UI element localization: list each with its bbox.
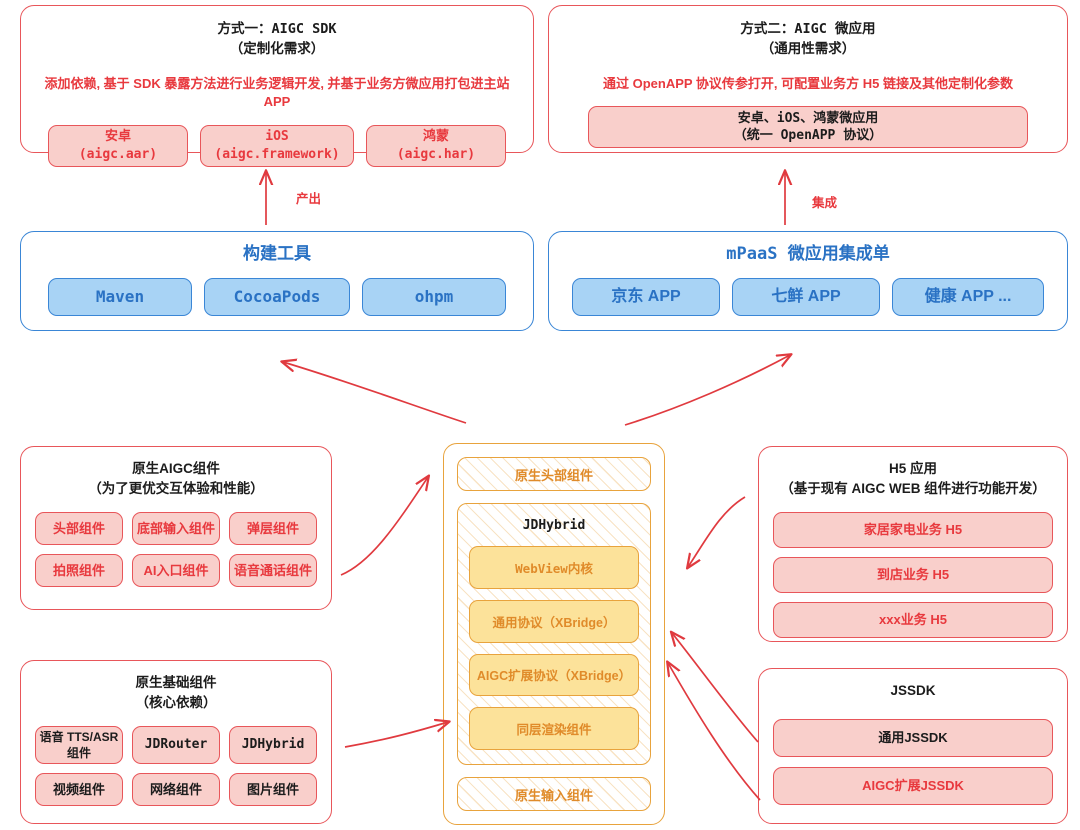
chip-ohpm[interactable]: ohpm: [362, 277, 506, 316]
band-native-header-component[interactable]: 原生头部组件: [457, 457, 651, 491]
native-base-chip-grid: 语音 TTS/ASR 组件 JDRouter JDHybrid 视频组件 网络组…: [35, 726, 317, 807]
jssdk-chip-list: 通用JSSDK AIGC扩展JSSDK: [773, 718, 1053, 805]
group-jdhybrid: JDHybrid WebView内核 通用协议（XBridge） AIGC扩展协…: [457, 503, 651, 765]
h5-apps-title: H5 应用 （基于现有 AIGC WEB 组件进行功能开发）: [780, 461, 1046, 496]
chip-ai-entry-component[interactable]: AI入口组件: [132, 554, 220, 588]
native-aigc-title: 原生AIGC组件 （为了更优交互体验和性能）: [88, 461, 264, 496]
chip-aigc-extended-jssdk[interactable]: AIGC扩展JSSDK: [773, 766, 1053, 805]
jssdk-title: JSSDK: [890, 683, 936, 698]
aigc-miniapp-description: 通过 OpenAPP 协议传参打开, 可配置业务方 H5 链接及其他定制化参数: [602, 76, 1013, 92]
chip-ios-framework[interactable]: iOS (aigc.framework): [200, 124, 354, 167]
arrow-h5-lower-to-middle: [672, 633, 759, 743]
panel-h5-apps: H5 应用 （基于现有 AIGC WEB 组件进行功能开发） 家居家电业务 H5…: [758, 446, 1068, 642]
chip-jd-app[interactable]: 京东 APP: [572, 277, 720, 316]
build-tools-chip-row: Maven CocoaPods ohpm: [37, 277, 517, 316]
chip-jdhybrid[interactable]: JDHybrid: [229, 726, 317, 765]
aigc-sdk-description: 添加依赖, 基于 SDK 暴露方法进行业务逻辑开发, 并基于业务方微应用打包进主…: [44, 76, 510, 110]
panel-aigc-miniapp: 方式二：AIGC 微应用 （通用性需求） 通过 OpenAPP 协议传参打开, …: [548, 5, 1068, 153]
chip-photo-component[interactable]: 拍照组件: [35, 554, 123, 588]
arrow-native-aigc-to-middle: [340, 477, 428, 576]
panel-jssdk: JSSDK 通用JSSDK AIGC扩展JSSDK: [758, 668, 1068, 824]
chip-bottom-input-component[interactable]: 底部输入组件: [132, 512, 220, 546]
chip-maven[interactable]: Maven: [48, 277, 192, 316]
chip-unified-openapp[interactable]: 安卓、iOS、鸿蒙微应用 （统一 OpenAPP 协议）: [588, 106, 1028, 149]
h5-apps-chip-list: 家居家电业务 H5 到店业务 H5 xxx业务 H5: [773, 512, 1053, 639]
chip-image-component[interactable]: 图片组件: [229, 773, 317, 807]
arrow-middle-to-mpaas: [624, 355, 790, 426]
native-base-title: 原生基础组件 （核心依赖）: [135, 675, 217, 710]
chip-network-component[interactable]: 网络组件: [132, 773, 220, 807]
arrow-label-integrate: 集成: [812, 196, 838, 210]
chip-voice-call-component[interactable]: 语音通话组件: [229, 554, 317, 588]
chip-in-store-h5[interactable]: 到店业务 H5: [773, 557, 1053, 594]
band-native-input-component[interactable]: 原生输入组件: [457, 777, 651, 811]
item-common-protocol-xbridge[interactable]: 通用协议（XBridge）: [469, 599, 639, 643]
aigc-miniapp-chip-row: 安卓、iOS、鸿蒙微应用 （统一 OpenAPP 协议）: [565, 106, 1051, 149]
aigc-sdk-chip-row: 安卓 (aigc.aar) iOS (aigc.framework) 鸿蒙 (a…: [37, 124, 517, 167]
chip-health-app[interactable]: 健康 APP ...: [892, 277, 1044, 316]
chip-home-appliance-h5[interactable]: 家居家电业务 H5: [773, 512, 1053, 549]
arrow-jssdk-to-middle: [668, 663, 761, 801]
chip-xxx-business-h5[interactable]: xxx业务 H5: [773, 602, 1053, 639]
chip-android-aar[interactable]: 安卓 (aigc.aar): [48, 124, 188, 167]
build-tools-title: 构建工具: [243, 244, 311, 263]
item-same-layer-render-component[interactable]: 同层渲染组件: [469, 707, 639, 750]
panel-native-base-components: 原生基础组件 （核心依赖） 语音 TTS/ASR 组件 JDRouter JDH…: [20, 660, 332, 824]
item-webview-kernel[interactable]: WebView内核: [469, 546, 639, 589]
mpaas-chip-row: 京东 APP 七鲜 APP 健康 APP ...: [565, 277, 1051, 316]
item-aigc-extended-protocol-xbridge[interactable]: AIGC扩展协议（XBridge）: [469, 653, 639, 697]
native-aigc-chip-grid: 头部组件 底部输入组件 弹层组件 拍照组件 AI入口组件 语音通话组件: [35, 512, 317, 588]
jdhybrid-title: JDHybrid: [522, 518, 586, 533]
mpaas-title: mPaaS 微应用集成单: [726, 244, 890, 264]
panel-hybrid-stack: 原生头部组件 JDHybrid WebView内核 通用协议（XBridge） …: [443, 443, 665, 825]
aigc-sdk-title: 方式一：AIGC SDK （定制化需求）: [217, 21, 337, 57]
chip-common-jssdk[interactable]: 通用JSSDK: [773, 718, 1053, 757]
chip-header-component[interactable]: 头部组件: [35, 512, 123, 546]
chip-qixian-app[interactable]: 七鲜 APP: [732, 277, 880, 316]
panel-native-aigc-components: 原生AIGC组件 （为了更优交互体验和性能） 头部组件 底部输入组件 弹层组件 …: [20, 446, 332, 610]
arrow-label-produce: 产出: [296, 192, 322, 206]
chip-popup-layer-component[interactable]: 弹层组件: [229, 512, 317, 546]
arrow-middle-to-build-tools: [283, 362, 467, 424]
panel-mpaas: mPaaS 微应用集成单 京东 APP 七鲜 APP 健康 APP ...: [548, 231, 1068, 331]
arrow-native-base-to-middle: [344, 722, 448, 748]
chip-video-component[interactable]: 视频组件: [35, 773, 123, 807]
chip-voice-tts-asr-component[interactable]: 语音 TTS/ASR 组件: [35, 726, 123, 765]
panel-build-tools: 构建工具 Maven CocoaPods ohpm: [20, 231, 534, 331]
chip-harmony-har[interactable]: 鸿蒙 (aigc.har): [366, 124, 506, 167]
chip-cocoapods[interactable]: CocoaPods: [204, 277, 350, 316]
arrow-h5-to-middle: [688, 496, 746, 567]
chip-jdrouter[interactable]: JDRouter: [132, 726, 220, 765]
panel-aigc-sdk: 方式一：AIGC SDK （定制化需求） 添加依赖, 基于 SDK 暴露方法进行…: [20, 5, 534, 167]
aigc-miniapp-title: 方式二：AIGC 微应用 （通用性需求）: [740, 21, 876, 57]
